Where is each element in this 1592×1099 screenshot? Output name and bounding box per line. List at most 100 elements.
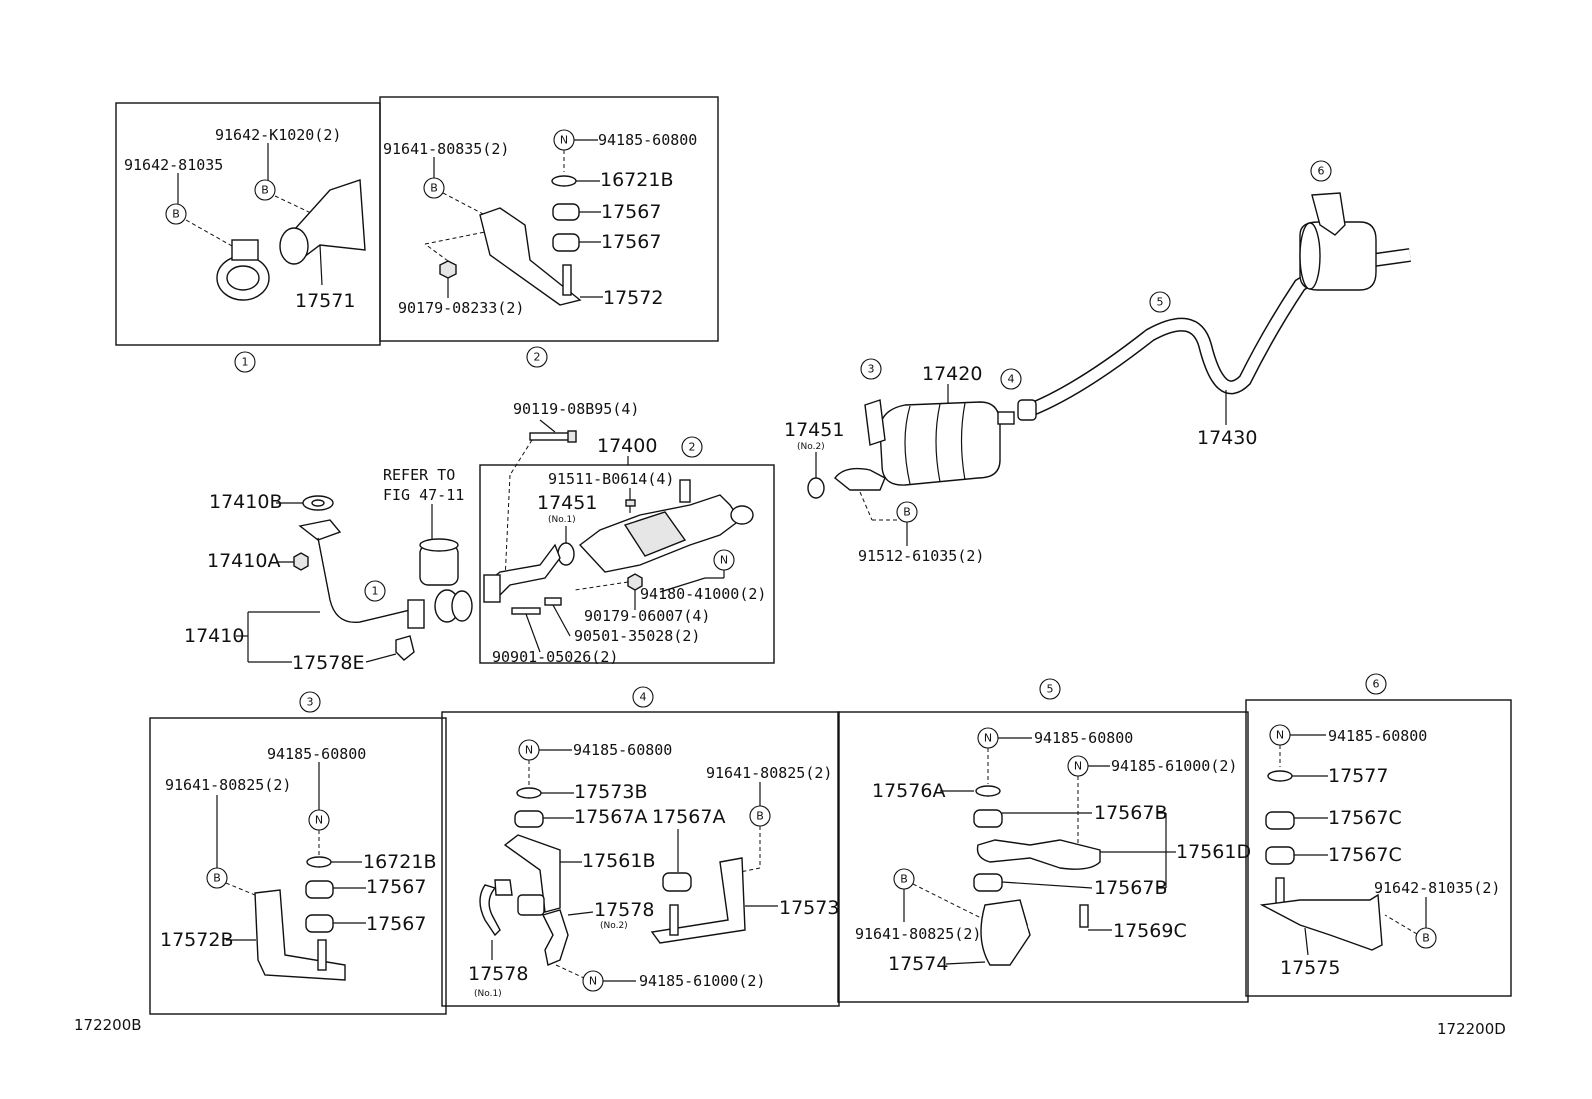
bolt-marker: B <box>1422 932 1430 945</box>
panel-number: 2 <box>534 351 541 364</box>
part-label: 94185-60800 <box>267 745 366 763</box>
panel-3: 94185-60800 N 16721B 17567 17567 91641-8… <box>149 717 447 1015</box>
part-note: (No.2) <box>600 921 628 931</box>
panel-number: 3 <box>307 696 314 709</box>
part-label: 17410 <box>184 625 244 647</box>
panel-1: 91642-K1020(2) 91642-81035 B B 17571 <box>115 102 381 346</box>
nut-marker: N <box>560 134 568 147</box>
part-label: 17567B <box>1094 802 1167 824</box>
nut-marker: N <box>1276 729 1284 742</box>
part-label: 91641-80825(2) <box>855 925 981 943</box>
part-label: 91641-80825(2) <box>165 776 291 794</box>
part-label: 17573B <box>574 781 647 803</box>
part-label: 90179-08233(2) <box>398 299 524 317</box>
part-label: 17578E <box>292 652 364 674</box>
nut-marker: N <box>984 732 992 745</box>
part-label: 16721B <box>363 851 436 873</box>
part-label: 17578 <box>594 899 654 921</box>
part-label: 94185-61000(2) <box>639 972 765 990</box>
part-label: 90119-08B95(4) <box>513 400 639 418</box>
part-note: (No.1) <box>548 515 576 525</box>
part-label: 91641-80835(2) <box>383 140 509 158</box>
panel-number: 1 <box>242 356 249 369</box>
part-label: 17573 <box>779 897 839 919</box>
part-label: 94185-60800 <box>573 741 672 759</box>
part-label: 17430 <box>1197 427 1257 449</box>
callout: 6 <box>1318 165 1325 178</box>
panel-number: 6 <box>1373 678 1380 691</box>
part-label: 17569C <box>1113 920 1187 942</box>
part-label: 94185-60800 <box>1034 729 1133 747</box>
muffler-group: 3 17420 4 17451 (No.2) B 91512-61035(2) … <box>784 160 1411 565</box>
part-label: 91642-K1020(2) <box>215 126 341 144</box>
part-label: 17577 <box>1328 765 1388 787</box>
part-label: 17567B <box>1094 877 1167 899</box>
part-label: 94185-61000(2) <box>1111 757 1237 775</box>
part-label: 17567 <box>601 201 661 223</box>
bolt-marker: B <box>261 184 269 197</box>
part-label: 17571 <box>295 290 355 312</box>
nut-marker: N <box>589 975 597 988</box>
part-label: 91642-81035(2) <box>1374 879 1500 897</box>
bracket-17575 <box>1259 893 1383 951</box>
part-label: 94180-41000(2) <box>640 585 766 603</box>
part-label: 17561D <box>1176 841 1251 863</box>
panel-6: N 94185-60800 17577 17567C 17567C 91642-… <box>1245 699 1512 997</box>
bracket-17572B <box>254 889 346 981</box>
panel-number: 4 <box>640 691 647 704</box>
bolt-marker: B <box>213 872 221 885</box>
refer-text: FIG 47-11 <box>383 486 464 504</box>
bracket-17572 <box>479 207 582 306</box>
bolt-marker: B <box>900 873 908 886</box>
callout: 1 <box>372 585 379 598</box>
bolt-marker: B <box>756 810 764 823</box>
panel-4: N 94185-60800 17573B 17567A 17567A 91641… <box>441 711 840 1007</box>
refer-text: REFER TO <box>383 466 455 484</box>
catalyst-group: 90119-08B95(4) 17400 2 91511-B0614(4) 17… <box>479 400 775 666</box>
part-label: 17567A <box>574 806 647 828</box>
part-label: 17578 <box>468 963 528 985</box>
diagram-code-right: 172200D <box>1437 1020 1506 1038</box>
panel-5: N 94185-60800 N 94185-61000(2) 17576A 17… <box>837 711 1251 1003</box>
part-label: 17561B <box>582 850 655 872</box>
bolt-marker: B <box>172 208 180 221</box>
front-pipe-group: REFER TO FIG 47-11 17410B 17410A 1 17410… <box>184 466 473 674</box>
bracket-17574 <box>980 899 1031 966</box>
diagram-code-left: 172200B <box>74 1016 142 1034</box>
part-label: 94185-60800 <box>598 131 697 149</box>
part-label: 17572 <box>603 287 663 309</box>
nut-marker: N <box>1074 760 1082 773</box>
catalyst-title: 17400 <box>597 435 657 457</box>
panel-number: 5 <box>1047 683 1054 696</box>
part-label: 17567 <box>601 231 661 253</box>
part-label: 90501-35028(2) <box>574 627 700 645</box>
part-label: 17410B <box>209 491 282 513</box>
nut-marker: N <box>525 744 533 757</box>
part-label: 17567 <box>366 913 426 935</box>
callout: 5 <box>1157 296 1164 309</box>
part-label: 90179-06007(4) <box>584 607 710 625</box>
part-label: 17567A <box>652 806 725 828</box>
part-label: 17420 <box>922 363 982 385</box>
nut-marker: N <box>720 554 728 567</box>
part-label: 17574 <box>888 953 948 975</box>
part-label: 90901-05026(2) <box>492 648 618 666</box>
part-label: 91642-81035 <box>124 156 223 174</box>
part-label: 91512-61035(2) <box>858 547 984 565</box>
callout: 4 <box>1008 373 1015 386</box>
plate-17561D <box>976 839 1101 870</box>
part-note: (No.2) <box>797 442 825 452</box>
part-label: 17451 <box>537 492 597 514</box>
nut-marker: N <box>315 814 323 827</box>
part-label: 91511-B0614(4) <box>548 470 674 488</box>
part-label: 17451 <box>784 419 844 441</box>
part-label: 91641-80825(2) <box>706 764 832 782</box>
clamp-17578-no1 <box>479 884 501 937</box>
part-label: 17567 <box>366 876 426 898</box>
part-label: 17575 <box>1280 957 1340 979</box>
part-label: 17410A <box>207 550 280 572</box>
part-label: 94185-60800 <box>1328 727 1427 745</box>
bolt-marker: B <box>903 506 911 519</box>
part-label: 17567C <box>1328 807 1402 829</box>
